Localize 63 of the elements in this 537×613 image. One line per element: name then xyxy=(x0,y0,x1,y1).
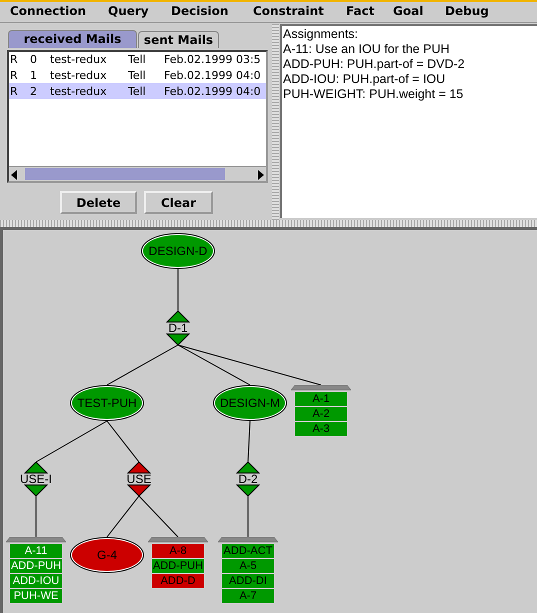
goal-ellipse: TEST-PUH xyxy=(71,386,143,420)
clear-button: Clear xyxy=(144,191,213,214)
assignment-tag: ADD-PUH xyxy=(152,559,204,573)
text-line: A-11: Use an IOU for the PUH xyxy=(283,42,450,56)
connector-line xyxy=(106,344,178,386)
goal-ellipse: DESIGN-D xyxy=(142,234,214,268)
assignment-tag: PUH-WE xyxy=(10,589,62,603)
delete-button: Delete xyxy=(60,191,137,214)
table-cell: Feb.02.1999 03:5 xyxy=(164,53,261,66)
assignment-tag: A-5 xyxy=(222,559,274,573)
table-cell: Tell xyxy=(128,85,146,98)
menu-item: Connection xyxy=(10,4,86,18)
connector-line xyxy=(178,344,322,386)
text-line: Assignments: xyxy=(283,27,358,41)
text-line: ADD-IOU: PUH.part-of = IOU xyxy=(283,72,446,86)
menu-item: Decision xyxy=(171,4,228,18)
menu-item: Fact xyxy=(346,4,374,18)
tab: received Mails xyxy=(8,30,137,48)
assignment-tag: ADD-ACT xyxy=(222,544,274,558)
connector-line xyxy=(178,344,250,386)
menu-item: Query xyxy=(108,4,149,18)
connector-line xyxy=(106,496,140,538)
table-cell: R xyxy=(10,85,18,98)
connector-line xyxy=(248,420,250,462)
assignment-tag: A-2 xyxy=(295,407,347,421)
table-cell: R xyxy=(10,53,18,66)
assignment-tag: ADD-DI xyxy=(222,574,274,588)
node-label: D-2 xyxy=(237,472,259,486)
table-cell: test-redux xyxy=(50,69,107,82)
assignment-tag: A-11 xyxy=(10,544,62,558)
assignment-tag: ADD-IOU xyxy=(10,574,62,588)
table-cell: Tell xyxy=(128,69,146,82)
table-cell: Feb.02.1999 04:0 xyxy=(164,69,261,82)
table-cell: Feb.02.1999 04:0 xyxy=(164,85,261,98)
text-line: ADD-PUH: PUH.part-of = DVD-2 xyxy=(283,57,465,71)
assignment-tag: ADD-PUH xyxy=(10,559,62,573)
connector-line xyxy=(106,420,140,462)
table-cell: test-redux xyxy=(50,53,107,66)
assignment-tag: A-1 xyxy=(295,392,347,406)
assignment-tag: A-3 xyxy=(295,422,347,436)
text-line: PUH-WEIGHT: PUH.weight = 15 xyxy=(283,87,464,101)
menu-item: Constraint xyxy=(253,4,324,18)
tab: sent Mails xyxy=(138,31,219,48)
goal-ellipse: G-4 xyxy=(71,538,143,572)
assignment-tag: ADD-D xyxy=(152,574,204,588)
node-label: A-11 xyxy=(24,545,48,557)
table-cell: test-redux xyxy=(50,85,107,98)
node-label: D-1 xyxy=(167,321,189,335)
menu-item: Debug xyxy=(445,4,489,18)
node-label: A-1 xyxy=(312,393,330,405)
connector-line xyxy=(138,496,178,538)
table-cell: Tell xyxy=(128,53,146,66)
node-label: USE xyxy=(126,472,152,486)
table-cell: 0 xyxy=(30,53,37,66)
node-label: USE-I xyxy=(18,472,53,486)
goal-ellipse: DESIGN-M xyxy=(214,386,286,420)
assignment-tag: A-8 xyxy=(152,544,204,558)
assignment-tag: A-7 xyxy=(222,589,274,603)
connector-line xyxy=(36,420,108,462)
menu-item: Goal xyxy=(393,4,424,18)
table-cell: R xyxy=(10,69,18,82)
table-cell: 1 xyxy=(30,69,37,82)
table-cell: 2 xyxy=(30,85,37,98)
